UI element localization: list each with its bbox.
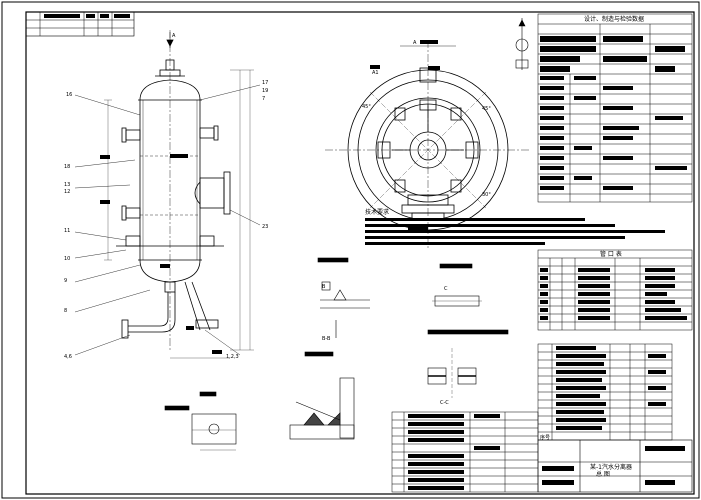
spec-table-fills (540, 36, 687, 190)
drawing-name: 某-1汽水分离器 (590, 463, 632, 471)
label-12: 12 (64, 189, 70, 195)
title-block-fills (542, 446, 685, 485)
vessel-elevation (74, 30, 261, 359)
nozzle-table (537, 249, 693, 331)
plan-text-blocks (370, 40, 440, 230)
label-8: 8 (64, 308, 67, 314)
spec-table-title: 设计、制造与检验数据 (584, 15, 644, 23)
label-11: 11 (64, 228, 70, 234)
drawing-sheet-type: 总 图 (596, 470, 610, 478)
label-16: 16 (66, 92, 72, 98)
notes-block: 技术要求 (365, 208, 665, 245)
spec-table (537, 13, 693, 203)
parts-list-fills (556, 346, 666, 430)
detail-saddle (164, 391, 237, 451)
top-a-label: A (172, 33, 176, 39)
label-13: 13 (64, 182, 70, 188)
north-symbol (515, 18, 529, 70)
detail-c-label: C (444, 286, 448, 292)
detail-weld-3 (427, 329, 509, 398)
detail-b-label: B (322, 284, 326, 290)
detail-b-section: B-B (322, 336, 331, 342)
label-18: 18 (64, 164, 70, 170)
parts-list-lower-fills (408, 414, 500, 490)
detail-c-section: C-C (440, 400, 449, 406)
label-10: 10 (64, 256, 70, 262)
label-7: 7 (262, 96, 265, 102)
plan-label-a1: A1 (372, 70, 379, 76)
plan-angle-left: 45° (362, 104, 371, 110)
nozzle-table-title: 管 口 表 (600, 250, 622, 258)
parts-list (537, 343, 673, 441)
plan-angle-right: 45° (482, 106, 491, 112)
title-block (537, 439, 693, 493)
inner-border (25, 11, 695, 495)
label-9: 9 (64, 278, 67, 284)
label-19: 19 (262, 88, 268, 94)
label-23: 23 (262, 224, 268, 230)
detail-weld-1 (317, 257, 370, 338)
vessel-text-blocks (100, 154, 222, 354)
notes-title: 技术要求 (365, 208, 389, 216)
label-17: 17 (262, 80, 268, 86)
parts-header: 序号 (540, 434, 550, 441)
nozzle-table-fills (540, 268, 687, 320)
label-4-6: 4,6 (64, 354, 72, 360)
spec-table-rows (538, 33, 692, 195)
revision-table (25, 11, 135, 37)
detail-weld-2 (432, 263, 482, 307)
plan-label-a: A (413, 40, 417, 46)
label-1-2-3: 1,2,3 (226, 354, 239, 360)
parts-list-lower (391, 411, 539, 493)
plan-angle-lower: 30° (482, 192, 491, 198)
detail-weld-4 (289, 351, 355, 440)
